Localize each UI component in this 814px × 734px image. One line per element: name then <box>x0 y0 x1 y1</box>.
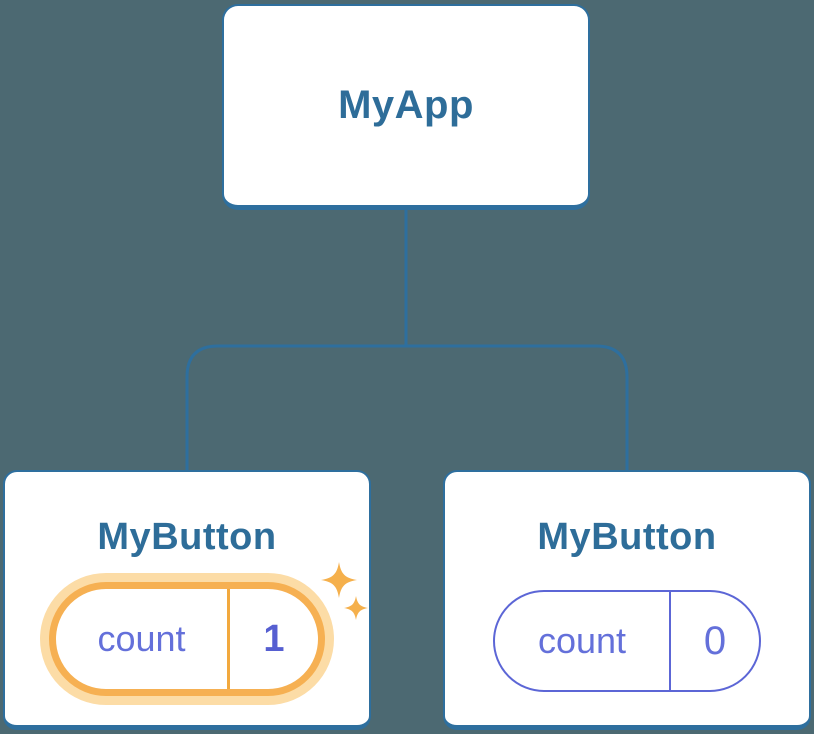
node-mybutton-plain-label: MyButton <box>537 516 717 558</box>
state-name-label: count <box>56 589 230 689</box>
state-value: 1 <box>263 617 285 660</box>
state-value: 0 <box>703 618 727 663</box>
node-mybutton-plain: MyButton count 0 <box>443 470 811 730</box>
node-mybutton-updated: MyButton count 1 <box>3 470 371 730</box>
state-pill-highlighted: count 1 <box>49 582 325 696</box>
connector-branch <box>185 344 629 470</box>
state-pill-plain: count 0 <box>493 590 761 692</box>
node-myapp-label: MyApp <box>338 83 474 127</box>
node-mybutton-updated-label: MyButton <box>97 516 277 558</box>
state-name-label: count <box>495 592 671 690</box>
node-myapp: MyApp <box>222 4 590 210</box>
